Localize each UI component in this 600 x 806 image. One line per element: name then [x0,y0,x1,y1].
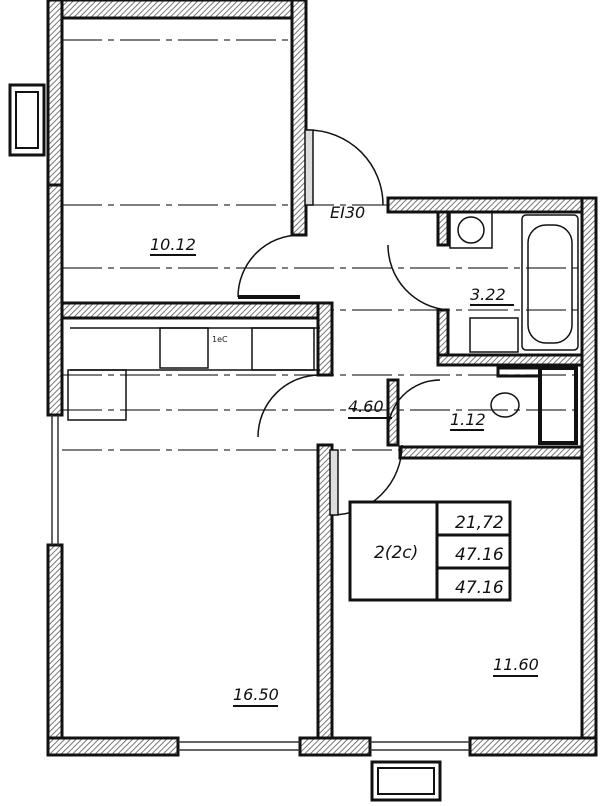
room-area-label: 1.12 [450,410,486,429]
walls [46,0,598,757]
room-area-label: 11.60 [493,655,539,674]
windows [51,415,470,751]
total-area-2: 47.16 [455,578,504,598]
room-area-label: 4.60 [348,397,384,416]
fixtures [67,211,579,445]
room-area-label: 10.12 [150,235,196,254]
balcony [8,83,442,802]
door-fire-rating-label: EI30 [330,203,365,222]
total-area: 47.16 [455,545,504,565]
kitchen-label: 1eC [212,335,228,344]
summary-table: 2(2c) 21,72 47.16 47.16 [348,500,512,602]
room-area-label: 3.22 [470,285,506,304]
axis-lines [62,39,590,451]
room-area-label: 16.50 [233,685,279,704]
doors [237,129,449,516]
living-area: 21,72 [455,513,504,533]
apartment-type: 2(2c) [374,543,418,563]
